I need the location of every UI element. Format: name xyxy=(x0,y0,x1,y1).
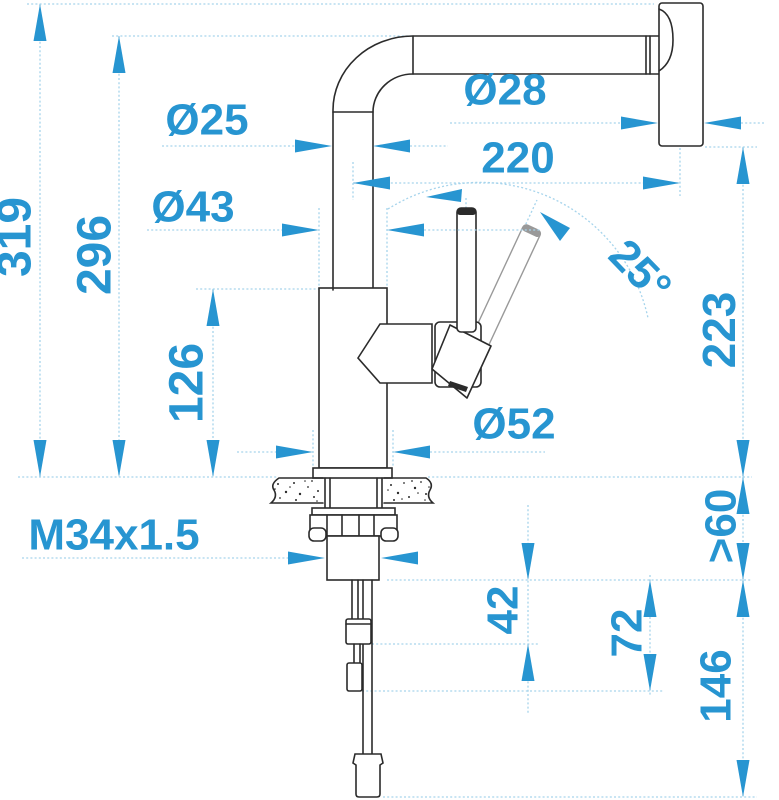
label-m34: M34x1.5 xyxy=(28,511,199,560)
countertop-speckle xyxy=(274,480,430,502)
dim-hose-drop-1: 42 xyxy=(479,505,535,713)
label-42: 42 xyxy=(479,586,528,635)
dim-spout-height: 296 xyxy=(69,36,126,477)
lever-mount xyxy=(356,323,433,384)
hose-weight xyxy=(352,753,384,798)
dim-deck-clearance: >60 xyxy=(697,477,750,580)
dim-overall-height: 319 xyxy=(0,4,47,477)
label-223: 223 xyxy=(693,292,745,369)
countertop xyxy=(268,477,436,504)
supply-shank xyxy=(326,535,380,581)
washer xyxy=(311,507,396,516)
mounting-nut xyxy=(308,514,399,542)
ext-handle-tilted-axis xyxy=(523,199,538,229)
thread-section xyxy=(324,477,383,509)
base-flange xyxy=(312,467,393,479)
faucet-outline xyxy=(268,2,704,798)
handle-vertical xyxy=(456,207,477,333)
handle-socket xyxy=(448,381,468,392)
label-72: 72 xyxy=(603,609,652,658)
handle-vertical-cap xyxy=(457,208,476,215)
arrow-up xyxy=(33,4,47,41)
label-296: 296 xyxy=(69,215,122,295)
reference-lines xyxy=(18,3,757,798)
spout-inner-edge xyxy=(372,73,660,291)
dim-hose-drop-2: 72 xyxy=(603,575,657,695)
spray-head-socket xyxy=(658,8,674,72)
label-146: 146 xyxy=(692,649,741,722)
dim-body-height: 126 xyxy=(161,289,220,477)
arc-arrow-right xyxy=(540,212,570,241)
dim-base-diameter: Ø52 xyxy=(237,400,556,459)
hose-connector-1 xyxy=(345,618,372,645)
countertop-right xyxy=(383,477,436,504)
hoses xyxy=(345,579,384,798)
nut-foot-right xyxy=(380,527,399,542)
label-gt60: >60 xyxy=(697,489,746,564)
label-319: 319 xyxy=(0,197,42,277)
dim-spout-reach: 220 xyxy=(353,134,680,190)
cartridge-cap-tilted xyxy=(431,324,492,399)
dim-head-diameter: Ø28 xyxy=(450,66,764,130)
dim-head-to-deck: 223 xyxy=(693,147,750,477)
arc-arrow-left xyxy=(426,189,462,202)
dim-riser-diameter: Ø25 xyxy=(162,96,448,153)
spray-head xyxy=(658,2,704,147)
dim-body-diameter: Ø43 xyxy=(147,183,540,237)
label-dia25: Ø25 xyxy=(165,96,248,145)
arrow-down xyxy=(33,440,47,477)
label-dia43: Ø43 xyxy=(151,183,234,232)
label-220: 220 xyxy=(481,134,554,183)
nut-foot-left xyxy=(308,527,327,542)
label-dia28: Ø28 xyxy=(463,66,546,115)
label-dia52: Ø52 xyxy=(472,400,555,449)
dim-weight-drop: 146 xyxy=(692,580,750,797)
spout-outer-edge xyxy=(332,35,660,291)
countertop-left xyxy=(268,477,324,504)
label-25deg: 25° xyxy=(599,230,680,312)
handle-tilted-cap xyxy=(522,224,541,238)
dim-handle-angle: 25° xyxy=(387,181,681,319)
dim-thread: M34x1.5 xyxy=(22,511,418,565)
angle-arc xyxy=(387,181,649,319)
hose-connector-2 xyxy=(346,662,363,692)
label-126: 126 xyxy=(161,343,214,423)
